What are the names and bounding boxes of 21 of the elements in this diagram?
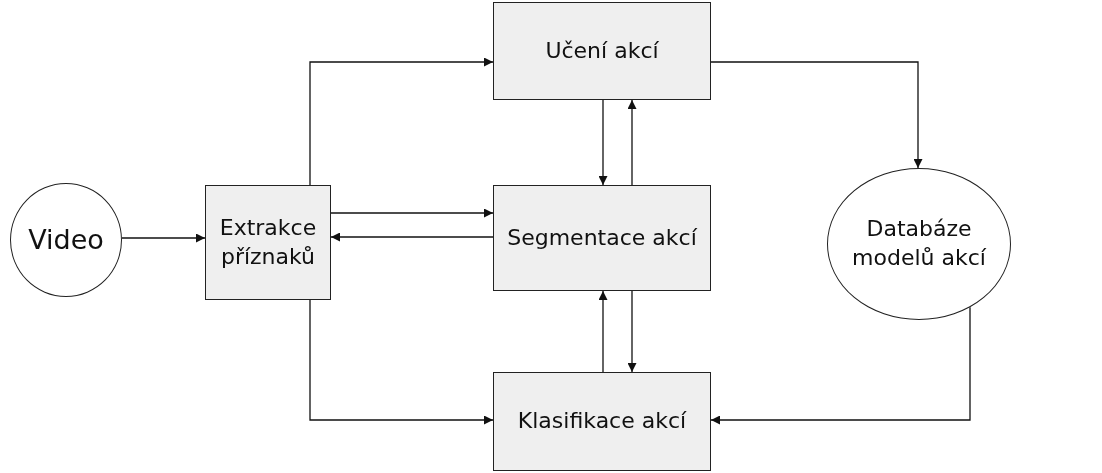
arrow [627, 99, 637, 186]
arrow [330, 208, 494, 218]
node-label: Klasifikace akcí [517, 407, 687, 436]
process-box [205, 185, 331, 300]
process-box [493, 2, 711, 100]
arrow [121, 233, 206, 243]
node-label: Segmentace akcí [507, 223, 697, 252]
node-label: Databáze modelů akcí [851, 215, 987, 272]
node-label: Učení akcí [545, 36, 659, 65]
arrow [309, 57, 494, 186]
arrow [710, 306, 971, 425]
process-box [493, 372, 711, 471]
arrow [330, 232, 494, 242]
arrow [309, 299, 494, 425]
arrow [710, 61, 923, 169]
process-box [493, 185, 711, 291]
arrow [598, 290, 608, 373]
arrow [598, 99, 608, 186]
node-label: Extrakce příznaků [218, 213, 318, 271]
arrow [627, 290, 637, 373]
node-label: Video [28, 223, 104, 258]
